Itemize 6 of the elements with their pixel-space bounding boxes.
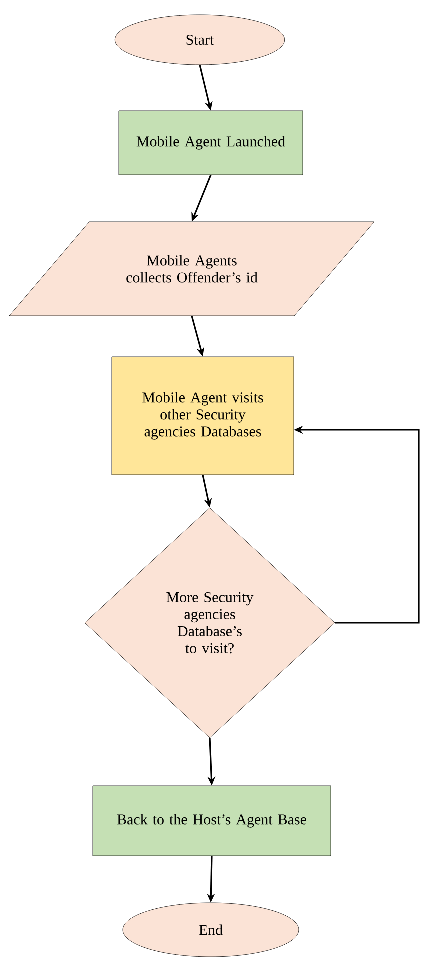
data-parallelogram: Mobile Agents collects Offender’s id <box>9 222 375 316</box>
process-box: Mobile Agent visits other Security agencies Databases <box>112 356 294 476</box>
process-box: Mobile Agent Launched <box>118 110 304 176</box>
end-oval: End <box>122 902 300 958</box>
process-box: Back to the Host’s Agent Base <box>92 786 332 856</box>
start-oval: Start <box>114 14 286 66</box>
